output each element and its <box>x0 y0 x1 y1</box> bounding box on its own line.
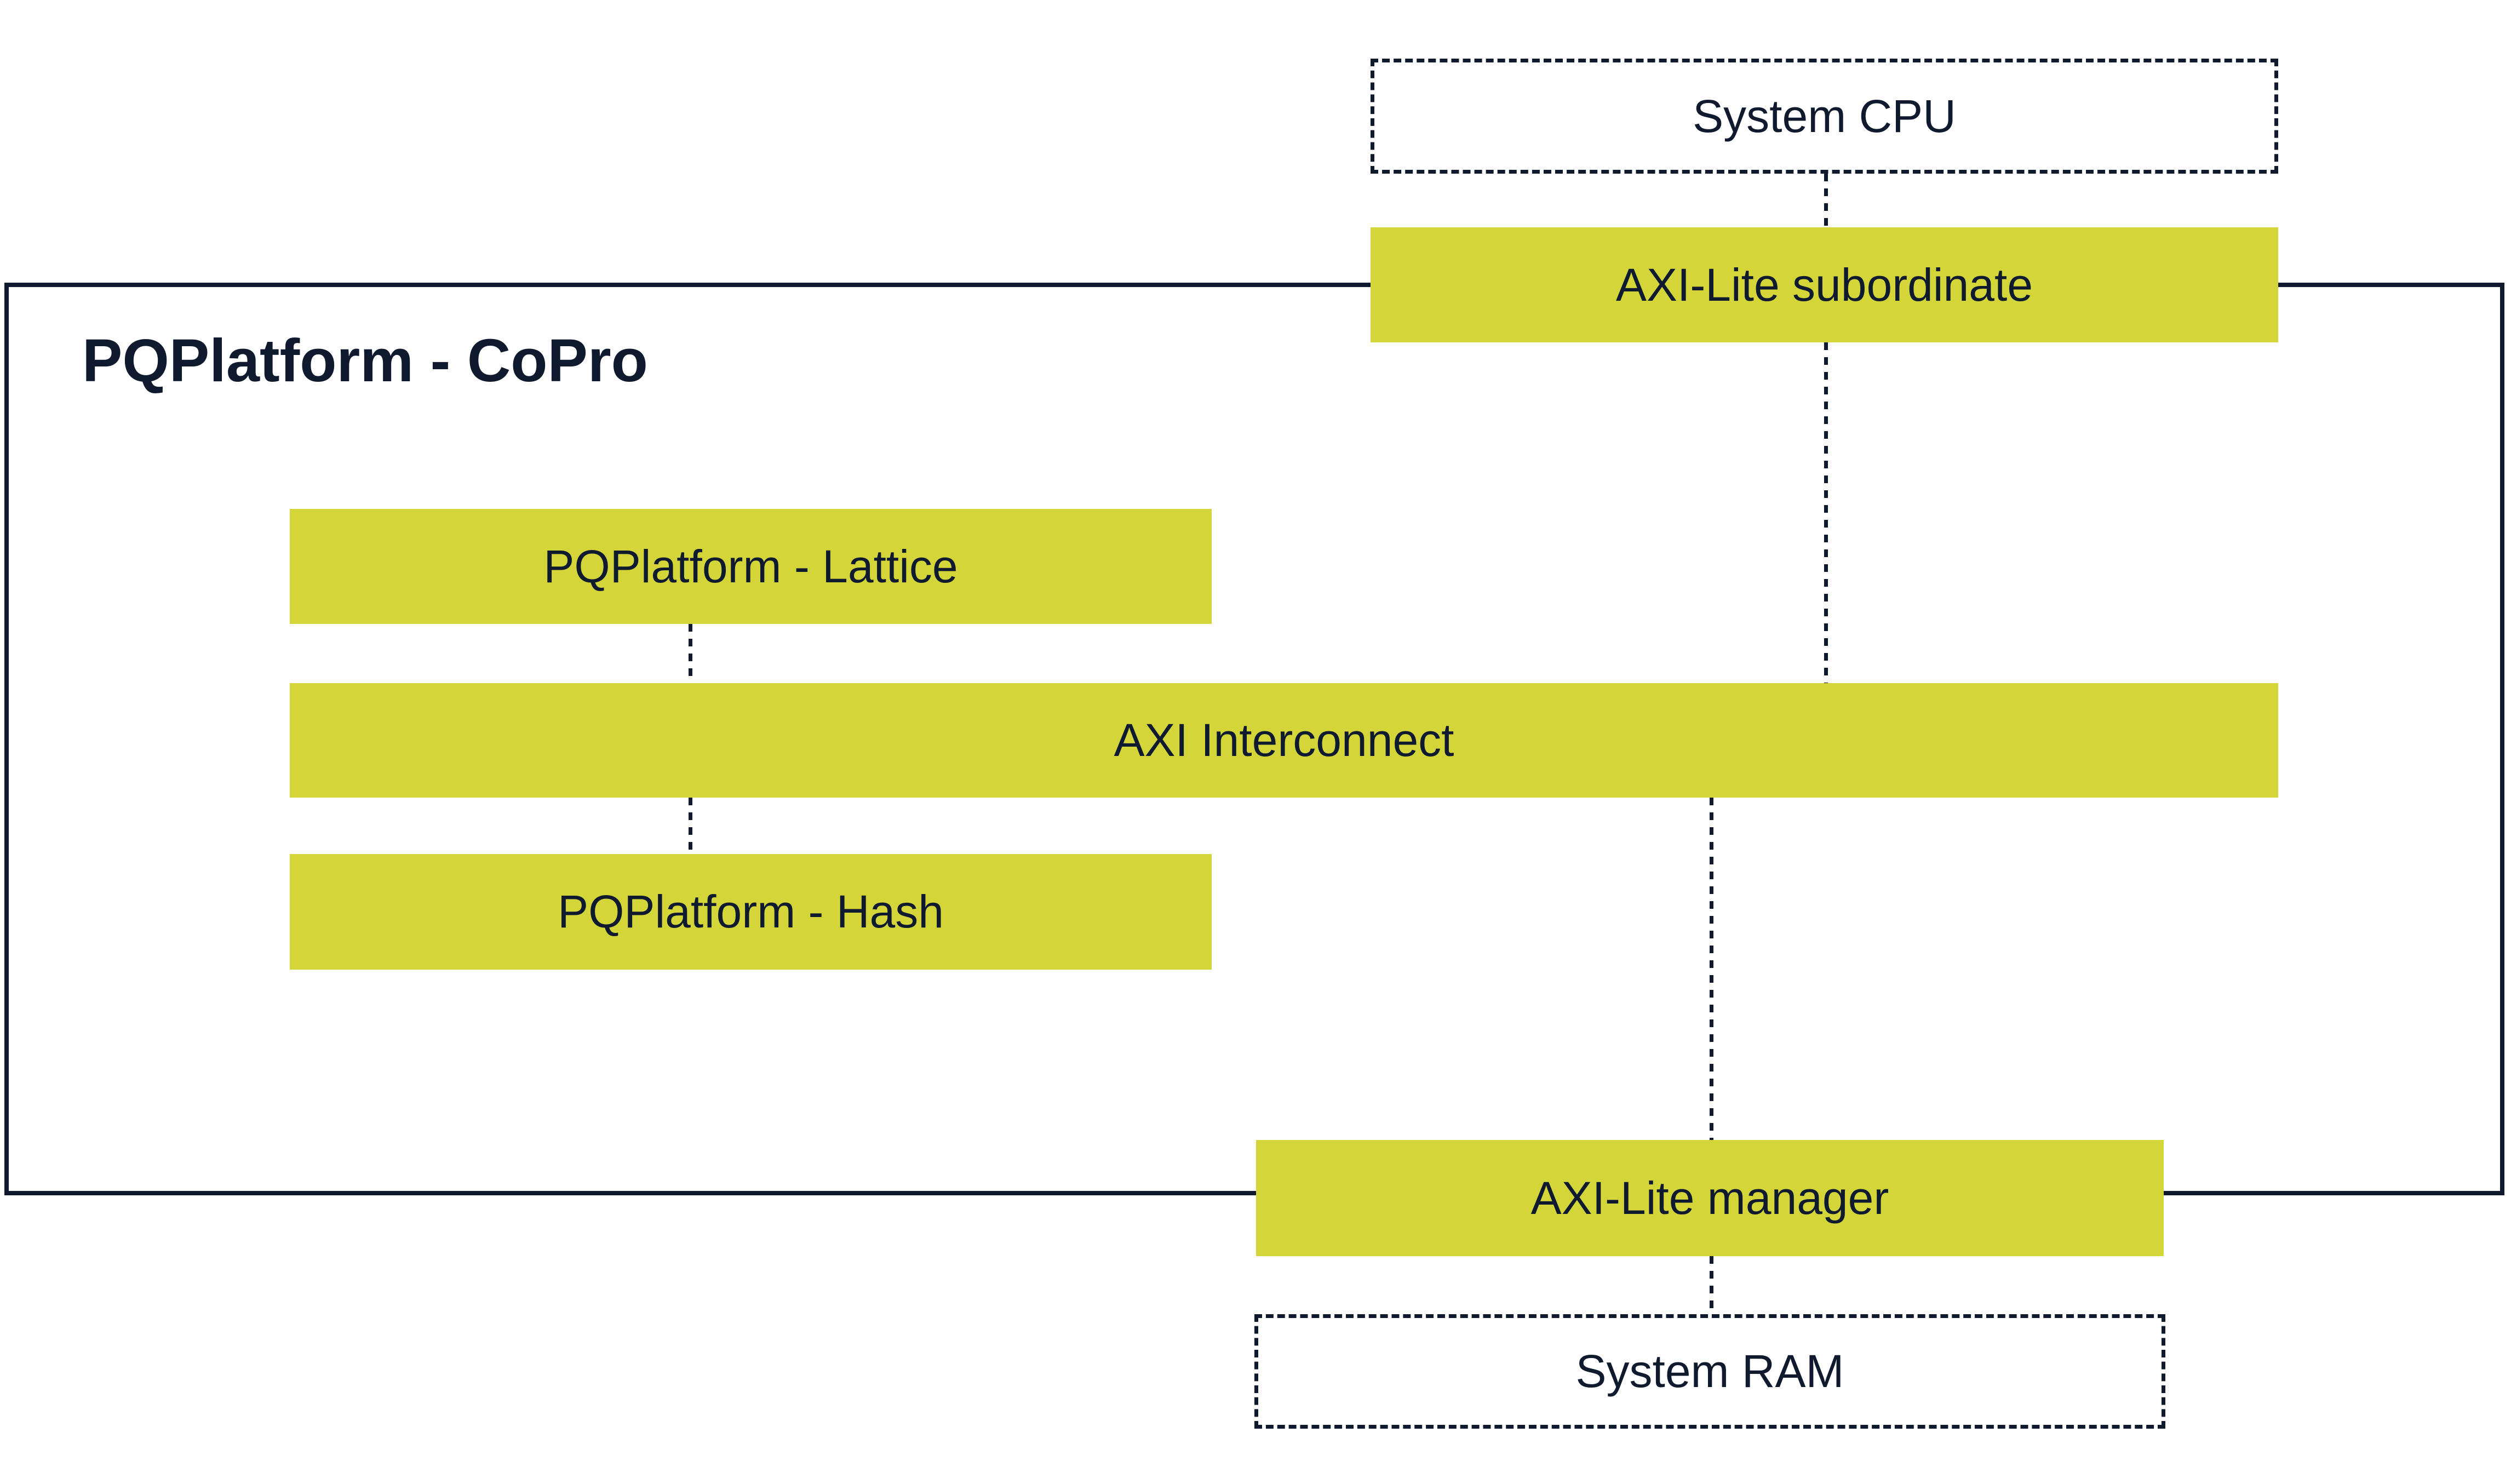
node-system-ram: System RAM <box>1254 1314 2165 1429</box>
node-axi-lite-subordinate: AXI-Lite subordinate <box>1371 227 2278 342</box>
connector-subordinate-to-interconnect <box>1824 342 1828 683</box>
connector-lattice-to-interconnect <box>689 624 692 683</box>
connector-interconnect-to-hash <box>689 798 692 854</box>
node-axi-interconnect: AXI Interconnect <box>290 683 2278 798</box>
connector-cpu-to-subordinate <box>1824 174 1828 227</box>
connector-interconnect-to-manager <box>1710 798 1713 1140</box>
node-axi-lite-manager: AXI-Lite manager <box>1256 1140 2164 1256</box>
node-pqplatform-lattice: PQPlatform - Lattice <box>290 509 1212 624</box>
node-pqplatform-hash: PQPlatform - Hash <box>290 854 1212 970</box>
node-system-cpu: System CPU <box>1371 59 2278 174</box>
pqplatform-copro-container <box>4 283 2504 1195</box>
connector-manager-to-ram <box>1710 1256 1713 1314</box>
pqplatform-copro-title: PQPlatform - CoPro <box>82 327 648 394</box>
